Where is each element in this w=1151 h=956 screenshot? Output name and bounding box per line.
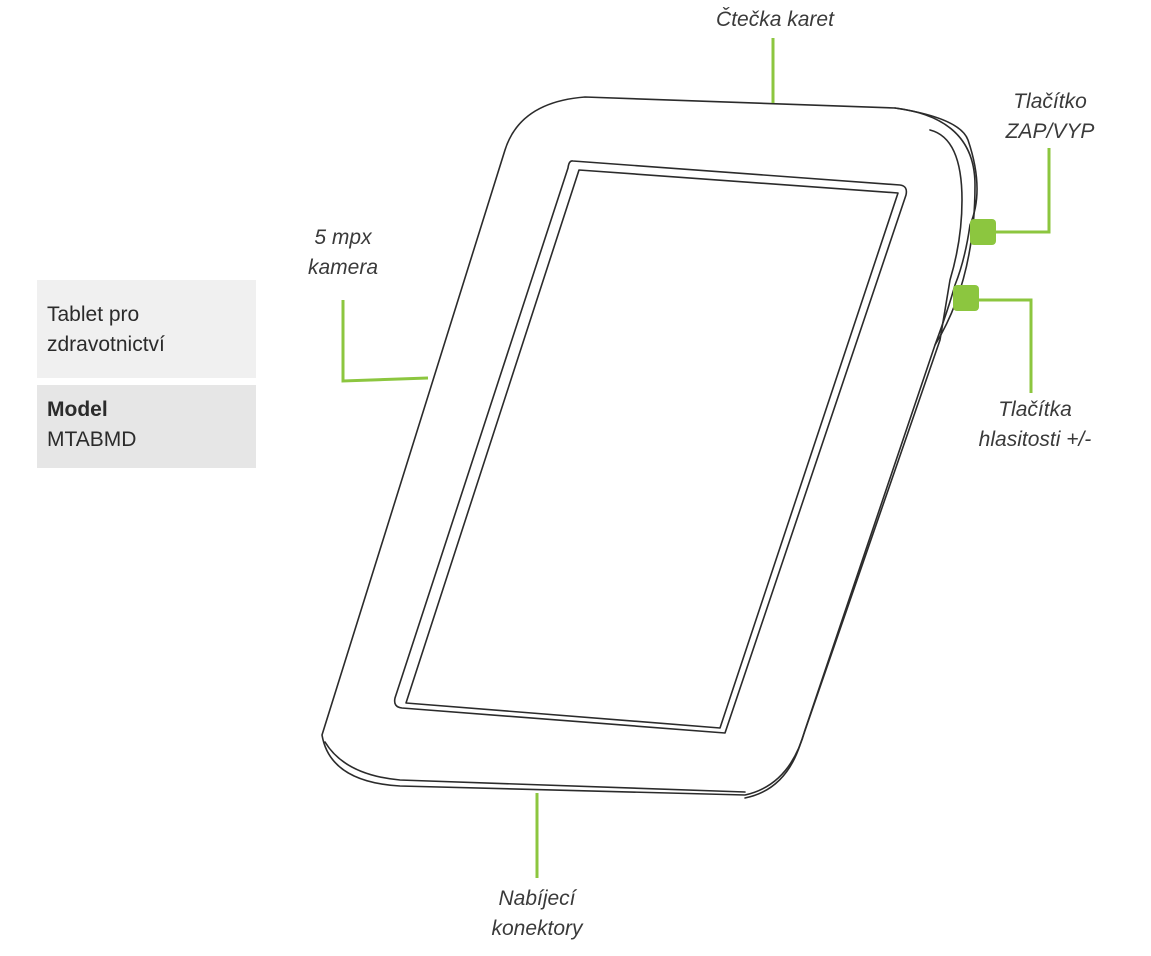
model-value: MTABMD — [47, 428, 137, 451]
charging-connectors-label: Nabíjecí konektory — [467, 884, 607, 944]
power-button-label: Tlačítko ZAP/VYP — [985, 87, 1115, 147]
power-button-text-line2: ZAP/VYP — [1005, 120, 1095, 143]
screen-display — [405, 169, 899, 729]
power-button-callout-line — [996, 148, 1051, 234]
volume-buttons-label: Tlačítka hlasitosti +/- — [955, 395, 1115, 455]
card-reader-text: Čtečka karet — [716, 8, 834, 31]
tablet-outer-body — [321, 96, 976, 796]
product-name-line1: Tablet pro — [47, 303, 140, 326]
volume-text-line1: Tlačítka — [998, 398, 1072, 421]
screen-bezel — [393, 160, 908, 734]
volume-text-line2: hlasitosti +/- — [978, 428, 1092, 451]
power-button-marker — [970, 219, 996, 245]
camera-callout-line — [341, 300, 429, 383]
tablet-side-edge — [894, 107, 978, 346]
card-reader-label: Čtečka karet — [690, 5, 860, 35]
volume-button-marker — [953, 285, 979, 311]
power-button-text-line1: Tlačítko — [1013, 90, 1087, 113]
camera-text-line1: 5 mpx — [314, 226, 372, 249]
camera-label: 5 mpx kamera — [283, 223, 403, 283]
model-label: Model — [47, 398, 108, 421]
camera-text-line2: kamera — [307, 256, 379, 279]
volume-callout-line — [979, 298, 1033, 393]
charging-text-line2: konektory — [491, 917, 583, 940]
tablet-bottom-edge — [324, 741, 746, 793]
product-name-line2: zdravotnictví — [47, 333, 165, 356]
tablet-back-edge — [744, 129, 963, 799]
model-box: Model MTABMD — [37, 385, 256, 468]
charging-text-line1: Nabíjecí — [498, 887, 576, 910]
product-name-box: Tablet pro zdravotnictví — [37, 280, 256, 378]
